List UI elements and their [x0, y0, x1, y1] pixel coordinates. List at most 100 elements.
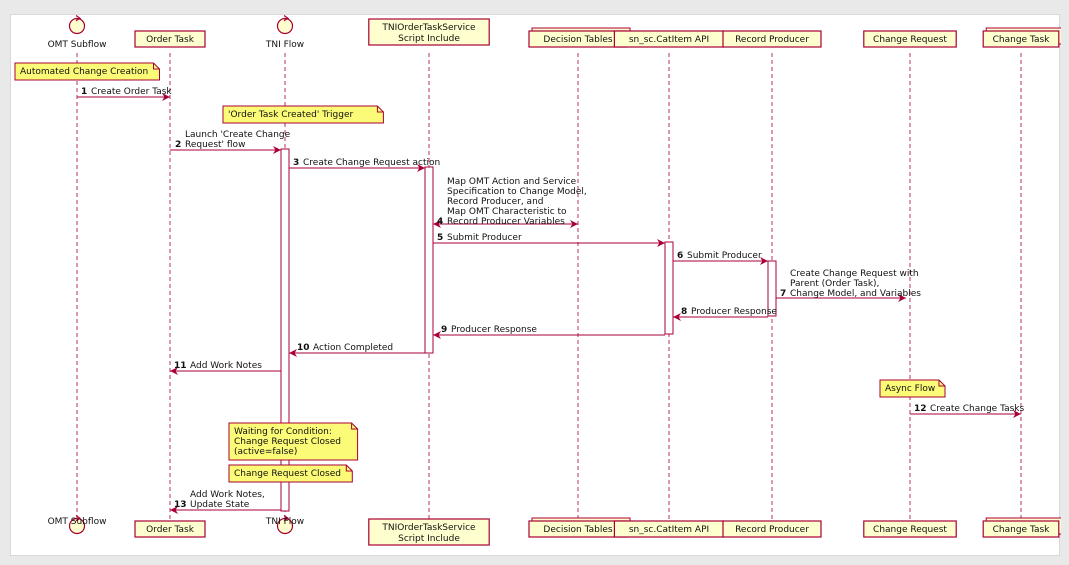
participant-label: Decision Tables [543, 525, 612, 535]
participant-order-bottom: Order Task [134, 520, 206, 538]
note: Async Flow [879, 379, 946, 398]
message-number: 5 [437, 233, 443, 243]
participant-label: OMT Subflow [48, 517, 107, 527]
message-number: 1 [81, 87, 87, 97]
note-text: Change Request Closed [234, 437, 341, 447]
participant-label: Record Producer [735, 525, 809, 535]
participant-ct-top: Change Task [982, 27, 1063, 48]
message-label: Create Change Tasks [930, 404, 1025, 414]
message-label: Record Producer Variables [447, 217, 565, 227]
note-text: Waiting for Condition: [234, 427, 332, 437]
activation-api [664, 241, 674, 335]
note-text: Automated Change Creation [20, 67, 148, 77]
message-number: 12 [914, 404, 927, 414]
participant-tni-bottom: TNI Flow [265, 515, 304, 535]
message-label: Launch 'Create Change [185, 130, 291, 140]
participant-order-top: Order Task [134, 30, 206, 48]
participant-cr-top: Change Request [863, 30, 957, 48]
message-label: Submit Producer [447, 233, 522, 243]
control-icon [276, 17, 294, 35]
participant-tni-top: TNI Flow [265, 15, 304, 50]
message-number: 10 [297, 343, 310, 353]
control-icon [68, 17, 86, 35]
message-label: Parent (Order Task), [790, 279, 879, 289]
message-number: 9 [441, 325, 447, 335]
message-8: 8 Producer Response [673, 307, 777, 321]
message-label: Action Completed [313, 343, 393, 353]
activation-tni [280, 148, 290, 512]
message-label: Update State [190, 500, 250, 510]
message-number: 7 [780, 289, 786, 299]
message-label: Producer Response [451, 325, 537, 335]
note-text: 'Order Task Created' Trigger [228, 110, 353, 120]
control-icon [276, 517, 294, 535]
participant-label: Change Task [993, 525, 1051, 535]
message-number: 3 [293, 158, 299, 168]
note-text: Change Request Closed [234, 469, 341, 479]
message-3: 3 Create Change Request action [289, 158, 440, 172]
message-label: Producer Response [691, 307, 777, 317]
message-label: Record Producer, and [447, 197, 544, 207]
participant-label: TNI Flow [265, 40, 304, 50]
message-label: Add Work Notes, [190, 490, 265, 500]
message-label: Map OMT Characteristic to [447, 207, 567, 217]
participant-label: TNI Flow [265, 517, 304, 527]
participant-label: Change Task [993, 35, 1051, 45]
message-number: 2 [175, 140, 181, 150]
message-4: 4 Map OMT Action and ServiceSpecification… [433, 177, 587, 228]
note: Change Request Closed [228, 464, 353, 483]
message-number: 6 [677, 251, 683, 261]
participant-label: Record Producer [735, 35, 809, 45]
message-label: Add Work Notes [190, 361, 262, 371]
participant-label: TNIOrderTaskService [381, 23, 476, 33]
participant-api-bottom: sn_sc.CatItem API [613, 520, 725, 538]
participant-omt-top: OMT Subflow [48, 15, 107, 50]
participant-rec-bottom: Record Producer [722, 520, 822, 538]
message-number: 4 [437, 217, 443, 227]
message-label: Create Change Request with [790, 269, 919, 279]
participant-label: Script Include [398, 34, 460, 44]
message-6: 6 Submit Producer [673, 251, 768, 265]
participant-label: Script Include [398, 534, 460, 544]
note: Waiting for Condition:Change Request Clo… [228, 422, 359, 461]
participant-label: TNIOrderTaskService [381, 523, 476, 533]
message-9: 9 Producer Response [433, 325, 665, 339]
message-number: 13 [174, 500, 187, 510]
participant-label: Order Task [146, 525, 195, 535]
activation-rec [767, 260, 777, 317]
participant-label: Change Request [873, 525, 947, 535]
message-label: Specification to Change Model, [447, 187, 587, 197]
participant-label: Change Request [873, 35, 947, 45]
note-text: (active=false) [234, 447, 297, 457]
participant-label: sn_sc.CatItem API [629, 35, 709, 45]
participant-label: OMT Subflow [48, 40, 107, 50]
message-number: 8 [681, 307, 687, 317]
participant-api-top: sn_sc.CatItem API [613, 30, 725, 48]
note-text: Async Flow [885, 384, 935, 394]
message-label: Create Change Request action [303, 158, 440, 168]
control-icon [68, 517, 86, 535]
participant-ct-bottom: Change Task [982, 517, 1063, 538]
participant-cr-bottom: Change Request [863, 520, 957, 538]
activation-svc [424, 166, 434, 354]
message-number: 11 [174, 361, 187, 371]
message-label: Change Model, and Variables [790, 289, 921, 299]
message-5: 5 Submit Producer [433, 233, 665, 247]
note: 'Order Task Created' Trigger [222, 105, 384, 124]
participant-dec-bottom: Decision Tables [528, 517, 631, 538]
message-label: Request' flow [185, 140, 245, 150]
message-label: Map OMT Action and Service [447, 177, 577, 187]
participant-dec-top: Decision Tables [528, 27, 631, 48]
message-label: Submit Producer [687, 251, 762, 261]
